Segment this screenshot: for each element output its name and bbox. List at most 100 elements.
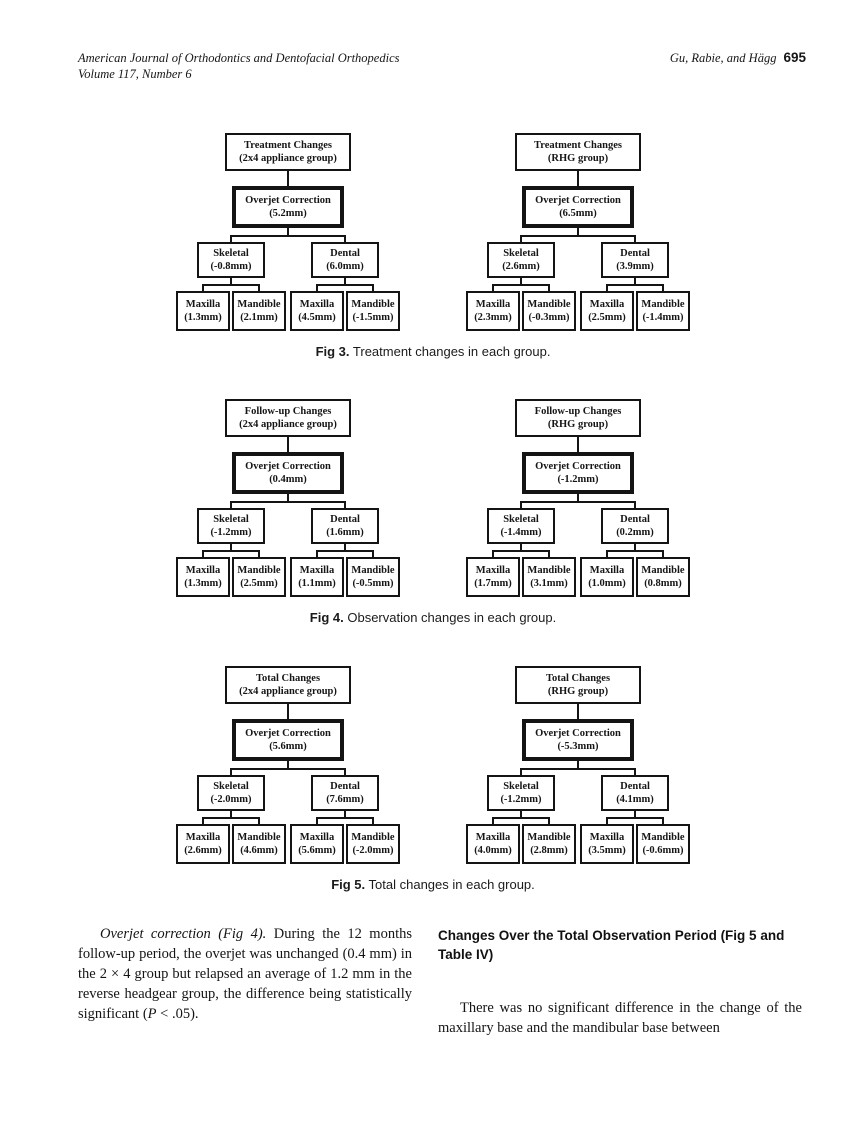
- mandible-box-line1: Mandible: [641, 565, 685, 576]
- skeletal-box: Skeletal(-1.4mm): [487, 508, 555, 544]
- dental-box: Dental (4.1mm): [601, 775, 669, 811]
- paragraph-overjet-correction: Overjet correction (Fig 4). During the 1…: [78, 924, 412, 1024]
- maxilla-box-line1: Maxilla: [185, 832, 221, 843]
- dental-box: Dental(7.6mm): [311, 775, 379, 811]
- connector-line: [520, 768, 636, 770]
- connector-line: [316, 284, 318, 291]
- connector-line: [577, 704, 579, 719]
- dental-box-line1: Dental: [620, 248, 650, 259]
- connector-line: [520, 278, 522, 284]
- mandible-box: Mandible(2.8mm): [522, 824, 576, 864]
- mandible-box-line1: Mandible: [237, 565, 281, 576]
- tree-root-box-line1: Total Changes: [255, 673, 321, 684]
- dental-box-line2: (6.0mm): [326, 261, 364, 272]
- overjet-correction-box: Overjet Correction(5.6mm): [232, 719, 344, 761]
- connector-line: [258, 284, 260, 291]
- connector-line: [344, 501, 346, 508]
- overjet-correction-box-line1: Overjet Correction: [245, 461, 331, 472]
- skeletal-box: Skeletal(2.6mm): [487, 242, 555, 278]
- dental-box-line1: Dental: [620, 514, 650, 525]
- connector-line: [344, 811, 346, 817]
- connector-line: [606, 284, 664, 286]
- mandible-box: Mandible(-1.4mm): [636, 291, 690, 331]
- connector-line: [577, 228, 579, 235]
- connector-line: [634, 544, 636, 550]
- mandible-box-line2: (-1.5mm): [352, 312, 394, 323]
- connector-line: [548, 817, 550, 824]
- maxilla-box-line1: Maxilla: [475, 832, 511, 843]
- mandible-box-line1: Mandible: [527, 299, 571, 310]
- tree-root-box-line2: (2x4 appliance group): [239, 419, 337, 430]
- maxilla-box-line1: Maxilla: [589, 832, 625, 843]
- maxilla-box-line2: (1.3mm): [184, 312, 222, 323]
- connector-line: [662, 550, 664, 557]
- connector-line: [606, 817, 664, 819]
- overjet-correction-box-line1: Overjet Correction: [535, 461, 621, 472]
- maxilla-box-line2: (5.6mm): [298, 845, 336, 856]
- overjet-correction-box-line2: (6.5mm): [559, 208, 597, 219]
- connector-line: [520, 544, 522, 550]
- connector-line: [577, 171, 579, 186]
- caption-text: Total changes in each group.: [368, 877, 535, 892]
- maxilla-box: Maxilla(2.3mm): [466, 291, 520, 331]
- caption-label: Fig 4.: [309, 610, 344, 625]
- skeletal-box-line1: Skeletal: [503, 248, 539, 259]
- tree-root-box-line2: (2x4 appliance group): [239, 686, 337, 697]
- dental-box: Dental(3.9mm): [601, 242, 669, 278]
- connector-line: [372, 817, 374, 824]
- connector-line: [202, 284, 260, 286]
- maxilla-box-line2: (1.7mm): [474, 578, 512, 589]
- dental-box: Dental(1.6mm): [311, 508, 379, 544]
- mandible-box: Mandible(-0.5mm): [346, 557, 400, 597]
- connector-line: [230, 278, 232, 284]
- mandible-box-line2: (4.6mm): [240, 845, 278, 856]
- dental-box-line1: Dental: [330, 514, 360, 525]
- overjet-correction-box: Overjet Correction(0.4mm): [232, 452, 344, 494]
- connector-line: [520, 501, 636, 503]
- connector-line: [662, 284, 664, 291]
- maxilla-box: Maxilla (2.6mm): [176, 824, 230, 864]
- skeletal-box-line2: (-2.0mm): [210, 794, 252, 805]
- maxilla-box: Maxilla(5.6mm): [290, 824, 344, 864]
- dental-box: Dental(0.2mm): [601, 508, 669, 544]
- connector-line: [520, 235, 636, 237]
- maxilla-box-line2: (2.6mm): [184, 845, 222, 856]
- connector-line: [287, 437, 289, 452]
- connector-line: [230, 768, 232, 775]
- overjet-correction-box-line1: Overjet Correction: [535, 728, 621, 739]
- dental-box-line1: Dental: [330, 781, 360, 792]
- overjet-correction-box: Overjet Correction(5.2mm): [232, 186, 344, 228]
- connector-line: [202, 817, 204, 824]
- paragraph-total-period: There was no significant difference in t…: [438, 1000, 802, 1036]
- overjet-correction-box: Overjet Correction (6.5mm): [522, 186, 634, 228]
- connector-line: [230, 501, 346, 503]
- dental-box: Dental(6.0mm): [311, 242, 379, 278]
- tree-root-box-line1: Treatment Changes: [244, 140, 332, 151]
- mandible-box-line2: (2.5mm): [240, 578, 278, 589]
- overjet-correction-box: Overjet Correction (-5.3mm): [522, 719, 634, 761]
- authors: Gu, Rabie, and Hägg: [669, 51, 777, 65]
- dental-box-line2: (4.1mm): [616, 794, 654, 805]
- skeletal-box-line1: Skeletal: [213, 514, 249, 525]
- paragraph-tail: < .05).: [156, 1006, 199, 1022]
- overjet-correction-box-line1: Overjet Correction: [535, 195, 621, 206]
- skeletal-box: Skeletal(-1.2mm): [487, 775, 555, 811]
- figure-5-caption: Fig 5. Total changes in each group.: [0, 877, 866, 892]
- dental-box-line1: Dental: [620, 781, 650, 792]
- mandible-box-line1: Mandible: [351, 565, 395, 576]
- tree-diagram-treatment-rhg: Treatment Changes(RHG group)Overjet Corr…: [453, 133, 703, 333]
- figure-4: Follow-up Changes(2x4 appliance group)Ov…: [0, 399, 866, 625]
- maxilla-box-line1: Maxilla: [299, 565, 335, 576]
- connector-line: [287, 761, 289, 768]
- connector-line: [634, 811, 636, 817]
- connector-line: [230, 768, 346, 770]
- maxilla-box: Maxilla(1.0mm): [580, 557, 634, 597]
- connector-line: [577, 437, 579, 452]
- skeletal-box-line1: Skeletal: [213, 781, 249, 792]
- overjet-correction-box-line2: (-5.3mm): [557, 741, 599, 752]
- connector-line: [316, 550, 318, 557]
- connector-line: [548, 284, 550, 291]
- mandible-box-line2: (3.1mm): [530, 578, 568, 589]
- connector-line: [577, 494, 579, 501]
- skeletal-box-line2: (-1.2mm): [500, 794, 542, 805]
